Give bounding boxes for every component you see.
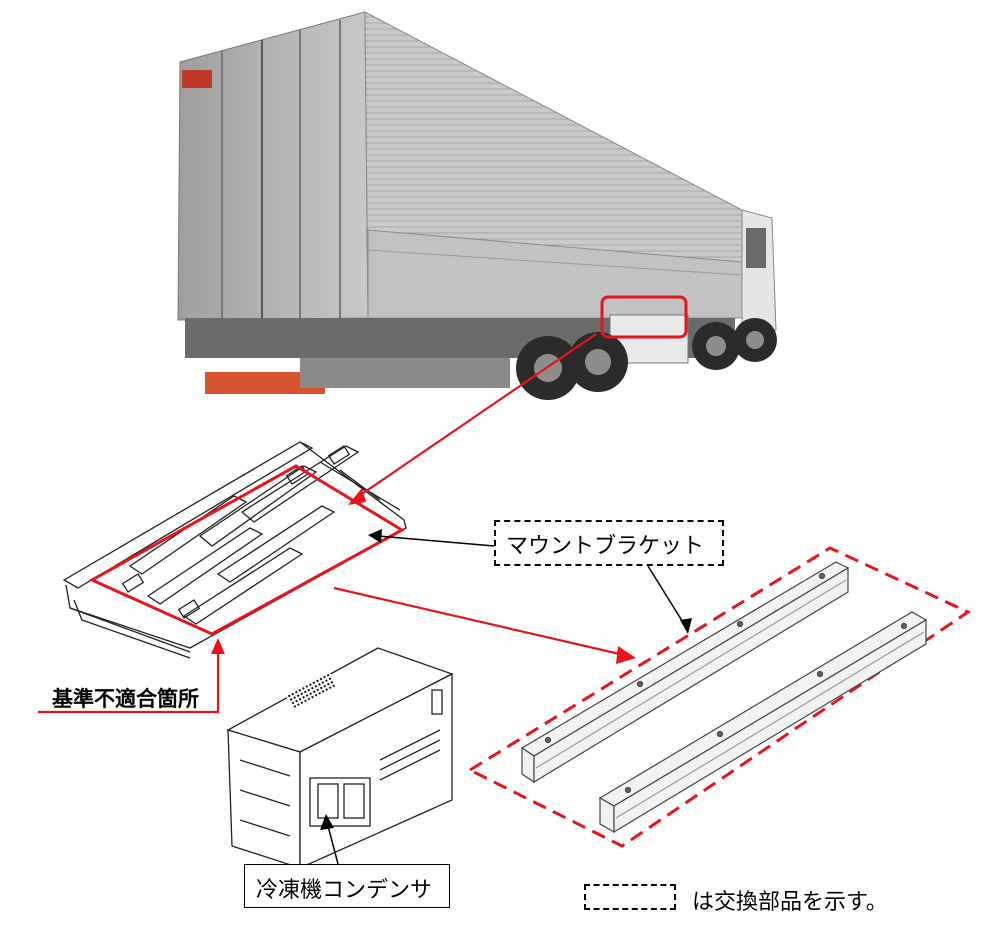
red-arrow-to-parts <box>333 586 625 657</box>
bracket-parts <box>520 561 928 834</box>
condenser-unit <box>226 647 454 870</box>
frame-highlight-outline <box>88 464 406 636</box>
condenser-label: 冷凍機コンデンサ <box>256 878 433 903</box>
frame-drawing <box>62 441 407 659</box>
truck-highlight-box <box>600 295 688 339</box>
legend-text: は交換部品を示す。 <box>692 890 888 915</box>
red-connector-line <box>355 333 597 499</box>
mount-bracket-label: マウントブラケット <box>506 534 705 559</box>
parts-dashed-outline <box>466 546 972 848</box>
black-arrow-to-parts <box>647 565 685 625</box>
truck-photo <box>177 11 777 400</box>
red-leader-line <box>38 648 220 714</box>
black-arrow-to-frame <box>377 535 495 547</box>
mount-bracket-label-box <box>494 520 724 566</box>
black-arrow-to-condenser <box>327 825 339 865</box>
legend-dashed-box-icon <box>584 884 676 910</box>
nonconforming-location-label: 基準不適合箇所 <box>52 687 199 711</box>
condenser-label-box <box>244 864 450 908</box>
